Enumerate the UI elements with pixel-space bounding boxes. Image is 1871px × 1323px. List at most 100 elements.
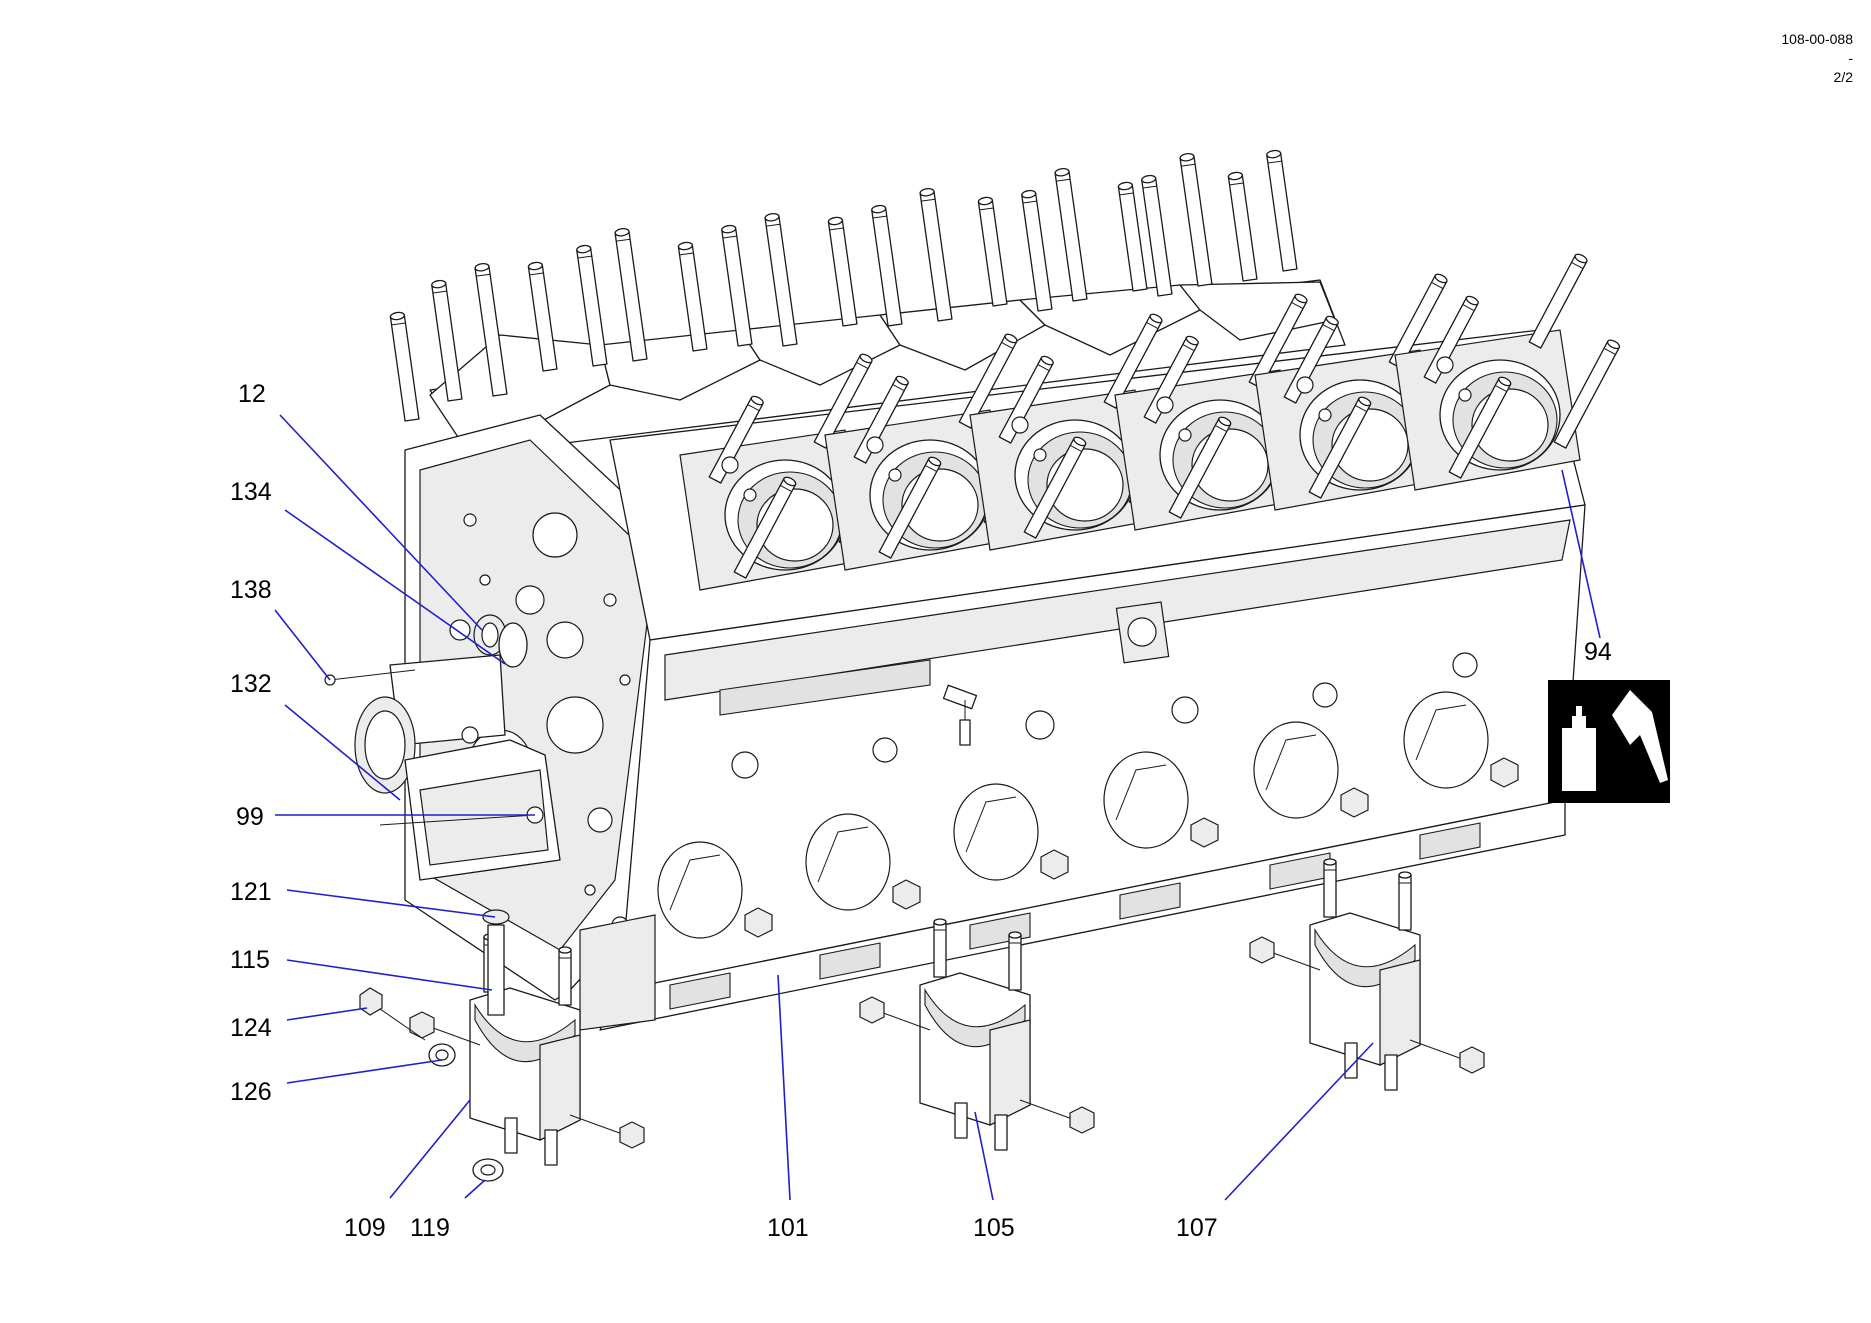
liner-stud	[1448, 376, 1512, 479]
opening-bolt	[1490, 757, 1519, 788]
cylinder-head-stud	[977, 196, 1008, 307]
inspection-opening	[805, 813, 921, 911]
liner-stud	[1528, 253, 1588, 349]
flange-end	[579, 914, 656, 1031]
cylinder-liner	[1114, 293, 1341, 531]
cylinder-head-stud	[527, 261, 558, 372]
callout-134: 134	[230, 478, 272, 506]
saddle-notch	[669, 972, 731, 1010]
cylinder-liner	[824, 333, 1051, 571]
callout-107: 107	[1176, 1214, 1218, 1242]
rear-head-bosses	[429, 281, 1336, 441]
cylinder-head-stud	[1021, 189, 1053, 312]
callout-138: 138	[230, 576, 272, 604]
liner-stud	[878, 456, 942, 559]
cylinder-liner	[679, 353, 906, 591]
drawing-revision: -	[1848, 50, 1853, 66]
liner-stud	[1168, 416, 1232, 519]
opening-bolt	[1190, 817, 1219, 848]
cylinder-head-stud	[721, 224, 753, 347]
leader-115	[286, 959, 493, 991]
cylinder-head-stud	[614, 228, 648, 362]
liner-stud	[1308, 396, 1372, 499]
main-bearing-cap-middle	[859, 918, 1095, 1151]
callout-12: 12	[238, 380, 266, 408]
cylinder-head-stud	[827, 216, 858, 327]
inspection-opening	[1253, 721, 1369, 819]
cylinder-head-stud	[1141, 174, 1173, 297]
pump-housing	[354, 654, 561, 881]
leader-101	[777, 974, 791, 1201]
leader-107	[1224, 1042, 1374, 1201]
opening-bolt	[892, 879, 921, 910]
cylinder-head-stud	[1179, 153, 1213, 287]
drain-cock	[942, 684, 978, 746]
cap-stud	[1323, 858, 1337, 918]
leader-94	[1561, 469, 1601, 639]
cylinder-head-stud	[576, 244, 608, 367]
cap-fasteners	[359, 909, 510, 1182]
liner-stud	[1553, 339, 1621, 449]
liner-stud	[1023, 436, 1087, 539]
cylinder-head-stud	[474, 263, 508, 397]
spacer-ring	[498, 622, 528, 668]
cylinder-head-stud	[1054, 168, 1088, 302]
leader-124	[286, 1007, 368, 1021]
callout-132: 132	[230, 670, 272, 698]
leader-lines	[274, 414, 1601, 1201]
saddle-notch	[1419, 822, 1481, 860]
cylinder-head-stud	[764, 213, 798, 347]
front-end-components	[324, 614, 561, 881]
callout-126: 126	[230, 1078, 272, 1106]
cylinder-head-stud	[677, 241, 708, 352]
opening-bolt	[744, 907, 773, 938]
sealant-application-icon	[1548, 680, 1670, 803]
opening-bolt	[1040, 849, 1069, 880]
callout-109: 109	[344, 1214, 386, 1242]
cylinder-head-stud	[389, 311, 420, 422]
saddle-notch	[1119, 882, 1181, 920]
cylinder-head-stud	[431, 279, 463, 402]
cylinder-head-stud	[1266, 149, 1298, 272]
side-wall-rib-1	[719, 659, 931, 716]
housing-bolt	[379, 814, 536, 826]
inspection-opening	[953, 783, 1069, 881]
cylinder-head-stud	[871, 204, 903, 327]
callout-119: 119	[410, 1214, 450, 1242]
leader-126	[286, 1059, 443, 1084]
rear-bank-studs	[389, 149, 1298, 422]
saddle-notch	[819, 942, 881, 980]
callout-99: 99	[236, 803, 264, 831]
liner-stud	[733, 476, 797, 579]
engine-block	[389, 149, 1621, 1031]
opening-bolt	[1340, 787, 1369, 818]
leader-138	[274, 609, 331, 681]
callout-124: 124	[230, 1014, 272, 1042]
callout-labels: 12 134 138 132 99 121 115 124 126 109 11…	[230, 380, 1612, 1242]
cylinder-head-stud	[1227, 171, 1258, 282]
leader-134	[284, 509, 506, 665]
liner-stud	[1248, 293, 1308, 389]
inspection-opening	[1103, 751, 1219, 849]
inspection-opening	[1403, 691, 1519, 789]
liner-stud	[813, 353, 873, 449]
main-bearing-cap-rear	[1249, 858, 1485, 1091]
liner-stud	[1103, 313, 1163, 409]
callout-105: 105	[973, 1214, 1015, 1242]
leader-132	[284, 704, 401, 801]
cylinder-head-stud	[1117, 181, 1148, 292]
liner-stud	[958, 333, 1018, 429]
cap-stud	[558, 946, 572, 1006]
leader-12	[279, 414, 483, 631]
main-bearing-caps	[359, 858, 1485, 1182]
cap-stud	[1008, 931, 1022, 991]
inspection-opening	[657, 841, 773, 939]
main-bearing-cap-front	[409, 933, 645, 1166]
leader-105	[974, 1111, 994, 1201]
sheet-number: 2/2	[1833, 69, 1853, 85]
cap-stud	[933, 918, 947, 978]
drawing-number: 108-00-088	[1781, 31, 1853, 47]
callout-121: 121	[230, 878, 272, 906]
callout-94: 94	[1584, 638, 1612, 666]
